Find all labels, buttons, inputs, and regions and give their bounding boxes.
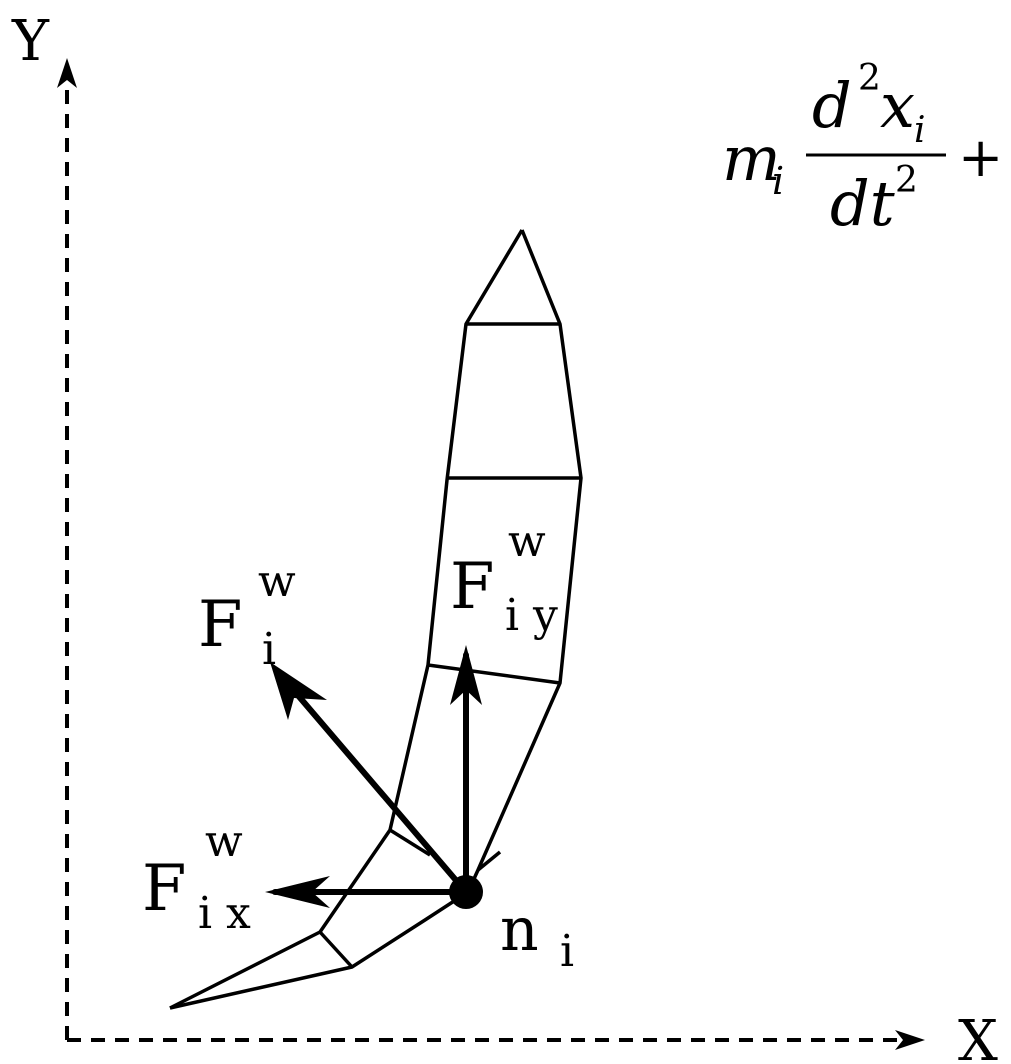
equation-m-sub: i [772, 159, 784, 203]
force-total-main: F [198, 588, 242, 662]
equation-denominator-exp: 2 [895, 160, 918, 201]
equation-numerator-x-sub: i [914, 110, 926, 151]
force-total-sub: i [262, 624, 276, 675]
force-total-sup: w [258, 556, 296, 607]
segment-divider-4 [389, 828, 431, 857]
force-total-label: F w i [198, 556, 296, 675]
force-x-sup: w [205, 816, 243, 867]
equation-denominator-dt: dt [830, 167, 895, 240]
equation-m: m [722, 122, 781, 195]
segment-divider-5 [318, 930, 354, 969]
force-y-sup: w [508, 516, 546, 567]
force-y-sub: i y [505, 590, 558, 641]
segment-divider-6 [476, 850, 502, 872]
force-x-arrowhead [265, 876, 330, 908]
y-axis-arrowhead [57, 58, 77, 88]
force-y-main: F [450, 550, 494, 624]
force-x-main: F [142, 852, 186, 926]
equation-plus: + [958, 126, 1003, 189]
node-sub: i [560, 926, 574, 977]
segment-divider-3 [427, 663, 561, 685]
node-main: n [500, 895, 539, 965]
axes [65, 75, 905, 1042]
equation: m i d 2 x i dt 2 + [722, 58, 1003, 240]
force-total-arrow-shaft [275, 669, 469, 895]
force-y-label: F w i y [450, 516, 558, 641]
force-total-arrowhead [270, 662, 327, 720]
y-axis-label: Y [11, 9, 50, 74]
equation-numerator-x: x [880, 69, 915, 142]
force-y-arrowhead [450, 645, 482, 705]
x-axis-label: X [958, 1009, 998, 1064]
force-x-label: F w i x [142, 816, 251, 939]
equation-numerator-exp: 2 [858, 58, 881, 99]
body-outline [169, 229, 583, 1010]
x-axis-arrowhead [895, 1030, 925, 1050]
force-x-sub: i x [198, 888, 251, 939]
equation-numerator-d: d [812, 69, 852, 142]
node-label: n i [500, 895, 574, 977]
